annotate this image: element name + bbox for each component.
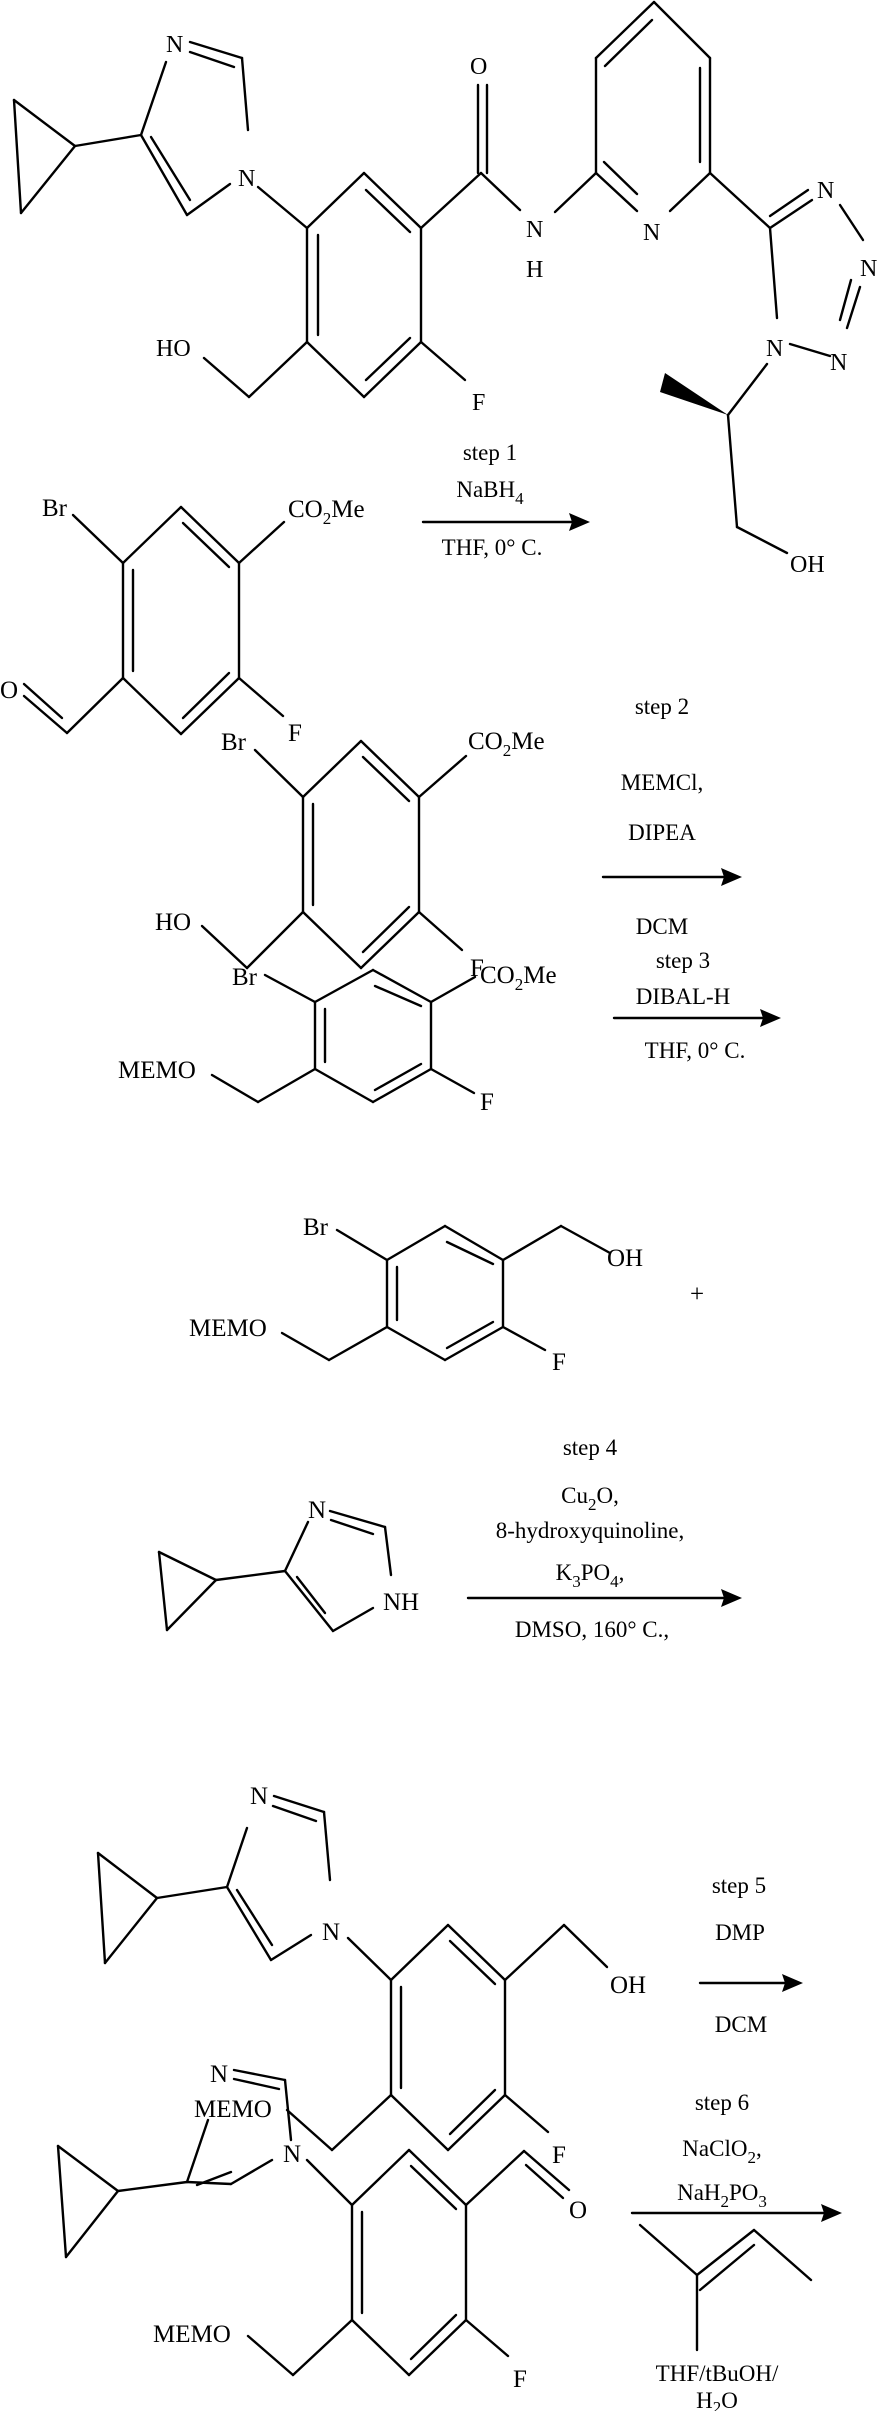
step5-reagent: DMP bbox=[715, 1920, 765, 1945]
step4-row: Br OH MEMO F + N NH step 4 Cu2O, 8-hydro… bbox=[157, 1214, 742, 1642]
step2-label: step 2 bbox=[635, 694, 689, 719]
step1-conditions: THF, 0° C. bbox=[442, 535, 543, 560]
fluoro-label: F bbox=[470, 955, 484, 982]
fluoro-label: F bbox=[552, 2142, 566, 2169]
step2-conditions: DCM bbox=[636, 914, 688, 939]
step5-substrate bbox=[96, 1794, 609, 2152]
benzene-ring-target bbox=[305, 171, 423, 399]
step4-substrate-cyclopropylimidazole bbox=[157, 1509, 393, 1633]
step6-reagent-1: NaClO2, bbox=[682, 2136, 761, 2167]
imidazole-nh-label: NH bbox=[383, 1589, 419, 1616]
step6-row: N N O MEMO F step 6 NaClO2, NaH2PO3 THF/… bbox=[56, 2061, 842, 2411]
stereo-wedge-bond bbox=[660, 373, 728, 415]
2-methyl-2-butene-structure bbox=[638, 2223, 813, 2352]
hydroxymethyl-ho-label: HO bbox=[156, 336, 191, 362]
imidazole-n1-label: N bbox=[238, 166, 255, 192]
bromo-label: Br bbox=[303, 1214, 329, 1241]
bromo-label: Br bbox=[42, 495, 68, 522]
imidazole-n1-label: N bbox=[283, 2141, 301, 2168]
aldehyde-o-label: O bbox=[0, 677, 18, 704]
ester-label: CO2Me bbox=[468, 728, 545, 760]
step2-reagent-1: MEMCl, bbox=[621, 770, 703, 795]
step6-arrowhead bbox=[821, 2204, 842, 2222]
ester-label: CO2Me bbox=[288, 496, 365, 528]
tetrazole-ring bbox=[768, 188, 865, 358]
step6-label: step 6 bbox=[695, 2090, 749, 2115]
step1-label: step 1 bbox=[463, 440, 517, 465]
step1-substrate bbox=[22, 505, 286, 736]
fluoro-label: F bbox=[480, 1089, 494, 1116]
amide-h-label: H bbox=[526, 257, 543, 283]
step6-substrate bbox=[56, 2068, 571, 2377]
hydroxyl-oh-label: OH bbox=[610, 1972, 646, 1999]
step3-conditions: THF, 0° C. bbox=[645, 1038, 746, 1063]
pyridine-n-label: N bbox=[643, 220, 660, 246]
step5-row: N N OH MEMO F step 5 DMP DCM bbox=[96, 1783, 803, 2169]
step4-reagent-2: 8-hydroxyquinoline, bbox=[496, 1518, 684, 1543]
step2-row: Br CO2Me HO F step 2 MEMCl, DIPEA DCM bbox=[155, 694, 742, 982]
tetrazole-n3-label: N bbox=[860, 256, 877, 282]
step1-row: Br CO2Me O F step 1 NaBH4 THF, 0° C. bbox=[0, 440, 590, 747]
step2-reagent-2: DIPEA bbox=[628, 820, 696, 845]
step6-conditions-1: THF/tBuOH/ bbox=[656, 2361, 779, 2386]
step3-arrowhead bbox=[760, 1009, 781, 1027]
pyridine-ring bbox=[594, 0, 712, 213]
memo-label: MEMO bbox=[118, 1057, 196, 1084]
carbonyl-o-label: O bbox=[470, 54, 487, 80]
step2-arrowhead bbox=[721, 868, 742, 886]
fluoro-label: F bbox=[552, 1349, 566, 1376]
hydroxyl-ho-label: HO bbox=[155, 909, 191, 936]
step4-reagent-3: K3PO4, bbox=[556, 1560, 625, 1591]
step3-label: step 3 bbox=[656, 948, 710, 973]
tetrazole-n2-label: N bbox=[830, 350, 847, 376]
imidazole-n3-label: N bbox=[210, 2061, 228, 2088]
memo-label: MEMO bbox=[153, 2321, 231, 2348]
step3-substrate bbox=[210, 968, 477, 1104]
step4-conditions: DMSO, 160° C., bbox=[515, 1617, 669, 1642]
hydroxyl-oh-label: OH bbox=[607, 1245, 643, 1272]
step1-reagent: NaBH4 bbox=[456, 477, 524, 508]
tetrazole-n4-label: N bbox=[817, 178, 834, 204]
step4-label: step 4 bbox=[563, 1435, 618, 1460]
aldehyde-o-label: O bbox=[569, 2197, 587, 2224]
step3-reagent: DIBAL-H bbox=[636, 984, 731, 1009]
imidazole-n1-label: N bbox=[322, 1919, 340, 1946]
imidazole-n-label: N bbox=[308, 1497, 326, 1524]
memo-label: MEMO bbox=[189, 1315, 267, 1342]
bromo-label: Br bbox=[232, 964, 258, 991]
tetrazole-n1-label: N bbox=[766, 336, 783, 362]
fluoro-label: F bbox=[513, 2366, 527, 2393]
step3-row: Br CO2Me MEMO F step 3 DIBAL-H THF, 0° C… bbox=[118, 948, 781, 1116]
cyclopropyl-ring bbox=[12, 98, 143, 215]
step5-label: step 5 bbox=[712, 1873, 766, 1898]
step2-substrate bbox=[200, 739, 468, 970]
step6-reagent-2: NaH2PO3 bbox=[677, 2180, 767, 2211]
amide-n-label: N bbox=[526, 217, 543, 243]
plus-sign: + bbox=[690, 1281, 704, 1308]
step5-conditions: DCM bbox=[715, 2012, 767, 2037]
step6-conditions-2: H2O bbox=[696, 2388, 738, 2411]
step4-arrowhead bbox=[721, 1589, 742, 1607]
step5-arrowhead bbox=[782, 1974, 803, 1992]
target-molecule: N N HO F O N H bbox=[12, 0, 877, 578]
ester-label: CO2Me bbox=[480, 962, 557, 994]
memo-label: MEMO bbox=[194, 2096, 272, 2123]
step1-arrowhead bbox=[569, 513, 590, 531]
imidazole-n3-label: N bbox=[166, 32, 183, 58]
terminal-oh-label: OH bbox=[790, 552, 825, 578]
imidazole-ring bbox=[139, 40, 250, 217]
fluoro-label: F bbox=[472, 390, 485, 416]
step4-substrate-benzyl-alcohol bbox=[280, 1224, 612, 1362]
imidazole-n3-label: N bbox=[250, 1783, 268, 1810]
step4-reagent-1: Cu2O, bbox=[561, 1483, 619, 1514]
fluoro-label: F bbox=[288, 720, 302, 747]
bromo-label: Br bbox=[221, 729, 247, 756]
